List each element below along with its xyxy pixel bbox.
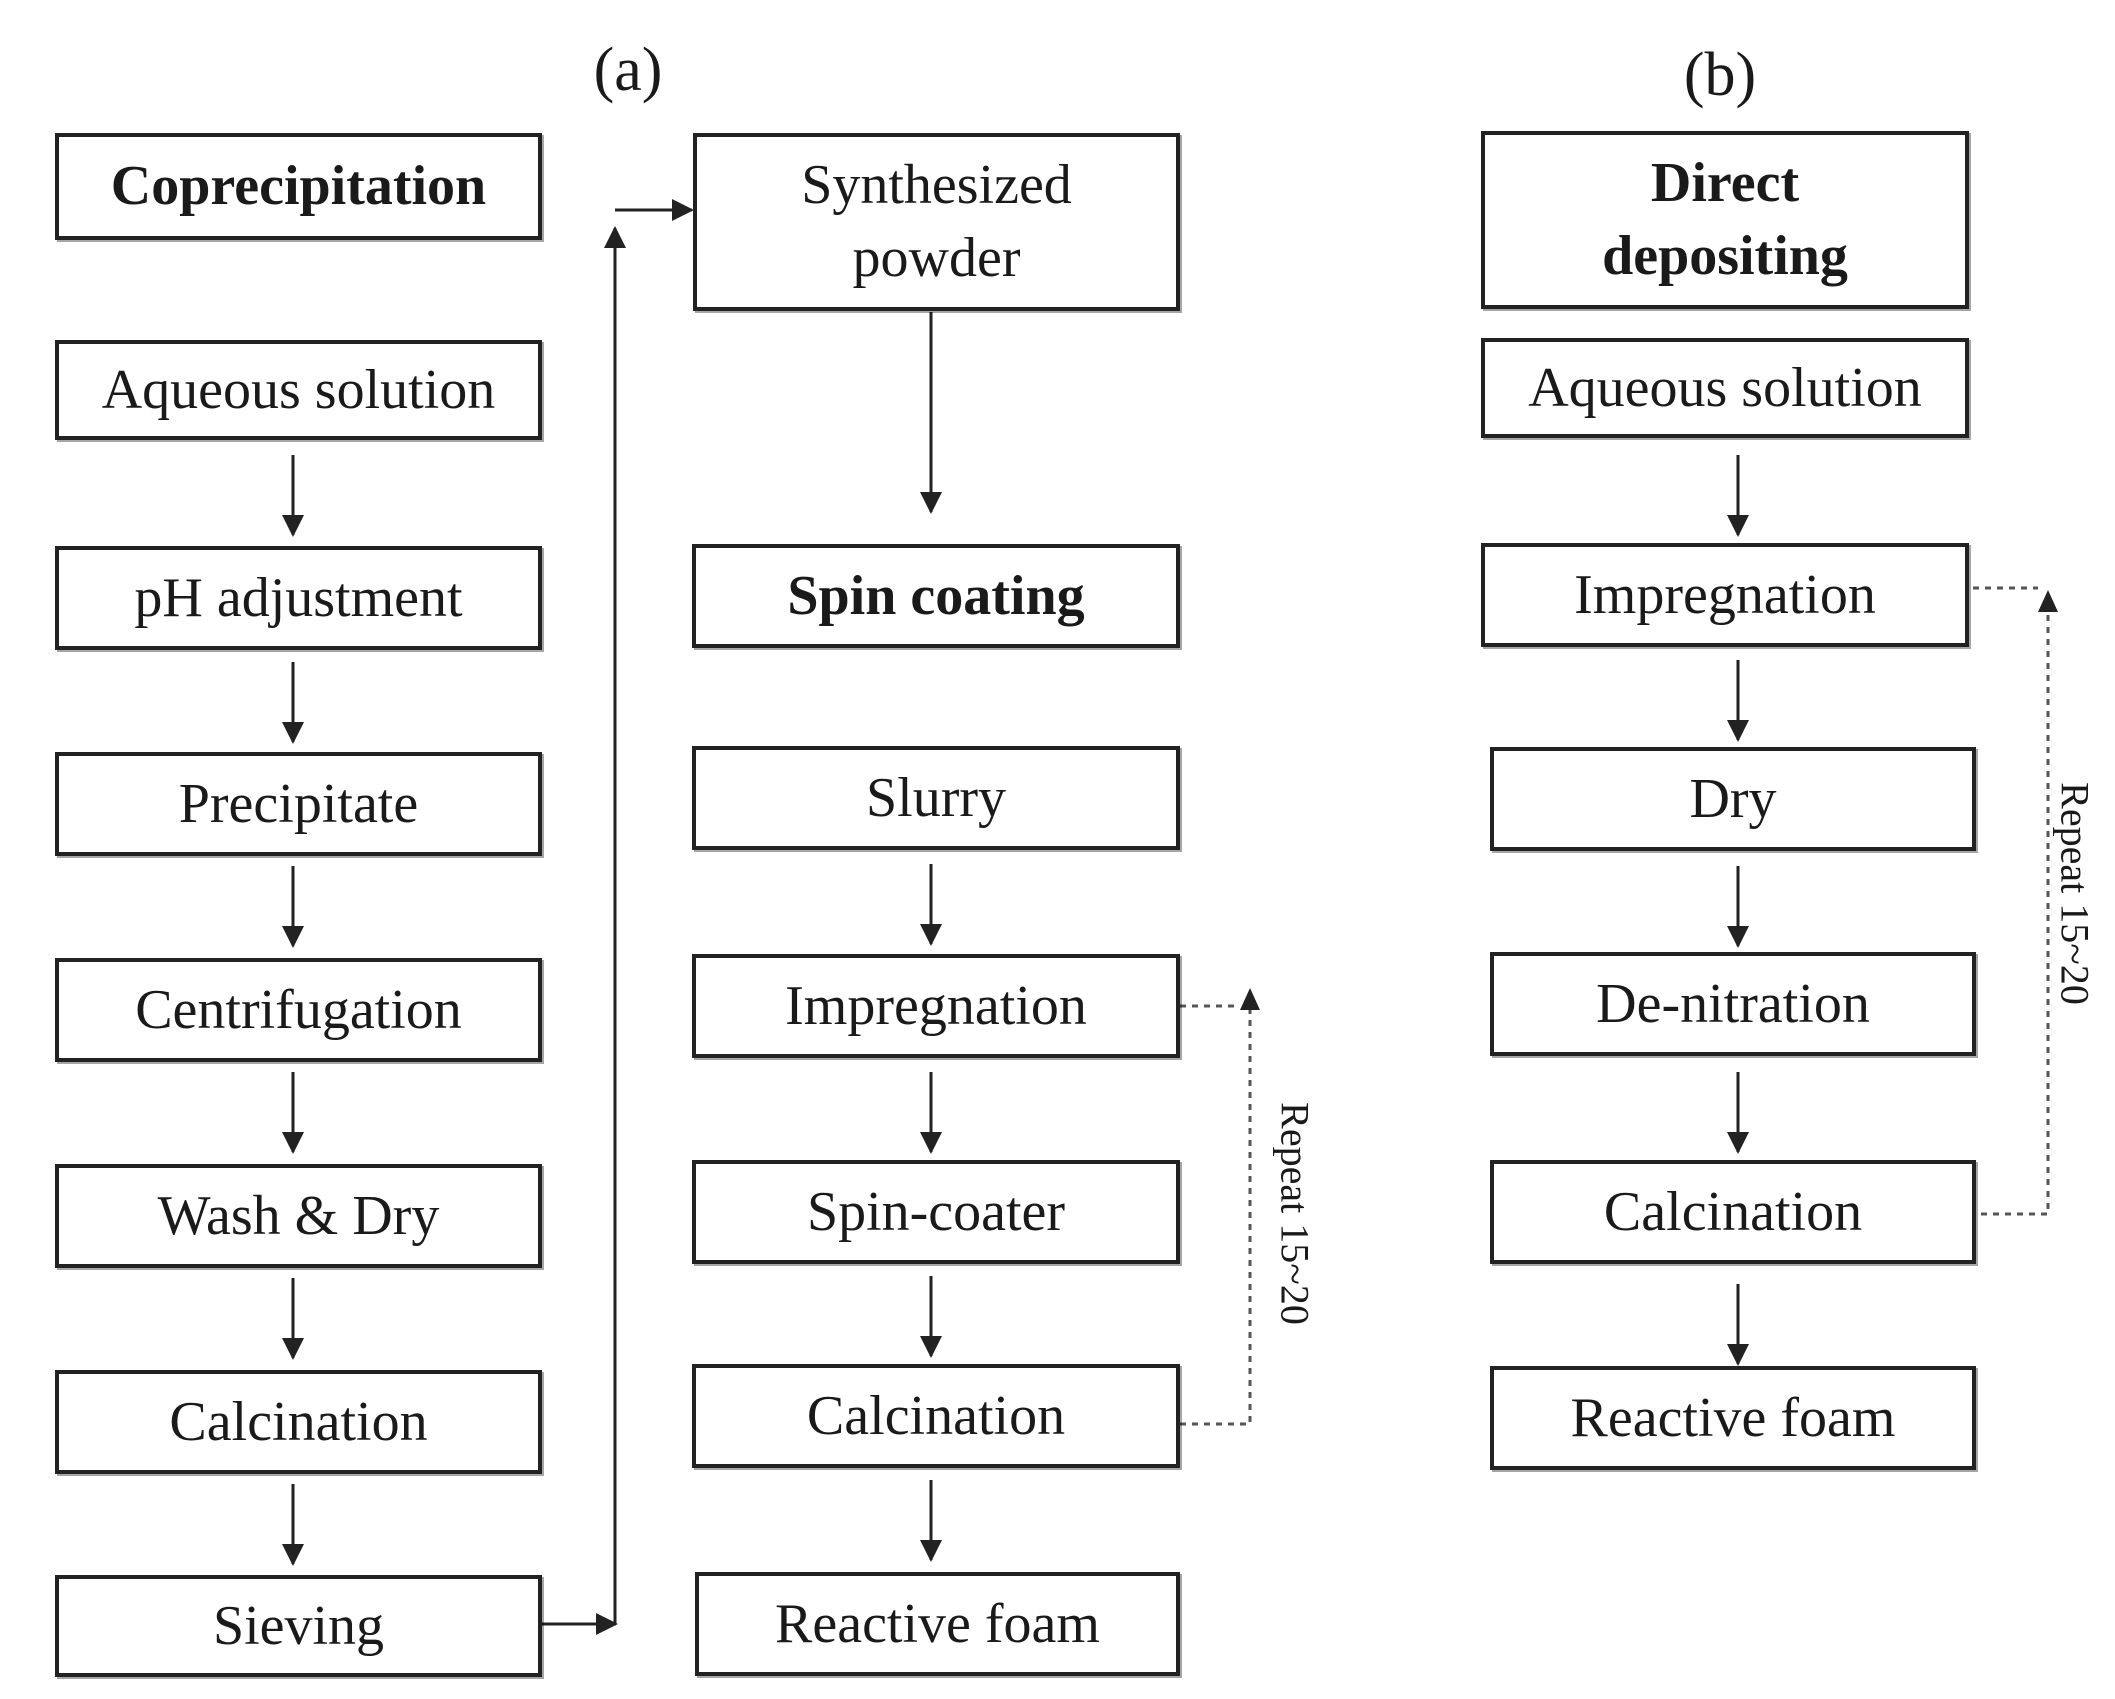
panel-a-label: (a): [593, 36, 663, 104]
copre-step-aqueous-solution: Aqueous solution: [55, 340, 542, 440]
coprecipitation-title-box: Coprecipitation: [55, 133, 542, 240]
copre-step-ph-adjustment: pH adjustment: [55, 546, 542, 650]
spin-step-impregnation: Impregnation: [692, 954, 1180, 1058]
direct-step-de-nitration: De-nitration: [1490, 952, 1976, 1056]
direct-step-aqueous-solution: Aqueous solution: [1481, 338, 1969, 438]
direct-step-calcination: Calcination: [1490, 1160, 1976, 1264]
repeat-arrowhead-spin: [1240, 988, 1260, 1010]
direct-step-dry: Dry: [1490, 747, 1976, 851]
repeat-label-direct: Repeat 15~20: [2052, 782, 2098, 1005]
spin-coating-title-box: Spin coating: [692, 544, 1180, 648]
spin-step-calcination: Calcination: [692, 1364, 1180, 1468]
panel-b-label: (b): [1683, 41, 1757, 109]
repeat-loop-spin: [1180, 1010, 1252, 1426]
spin-step-reactive-foam: Reactive foam: [695, 1572, 1180, 1676]
copre-step-wash-dry: Wash & Dry: [55, 1164, 542, 1268]
direct-depositing-title-box: Direct depositing: [1481, 131, 1969, 309]
spin-step-spin-coater: Spin-coater: [692, 1160, 1180, 1264]
copre-step-precipitate: Precipitate: [55, 752, 542, 856]
copre-step-centrifugation: Centrifugation: [55, 958, 542, 1062]
copre-step-calcination: Calcination: [55, 1370, 542, 1474]
spin-step-slurry: Slurry: [692, 746, 1180, 850]
direct-step-impregnation: Impregnation: [1481, 543, 1969, 647]
direct-step-reactive-foam: Reactive foam: [1490, 1366, 1976, 1470]
repeat-label-spin: Repeat 15~20: [1272, 1102, 1318, 1325]
repeat-loop-direct: [1981, 602, 2050, 1216]
synthesized-powder-box: Synthesized powder: [693, 133, 1180, 311]
copre-step-sieving: Sieving: [55, 1575, 542, 1677]
repeat-arrowhead-direct: [2038, 590, 2058, 612]
